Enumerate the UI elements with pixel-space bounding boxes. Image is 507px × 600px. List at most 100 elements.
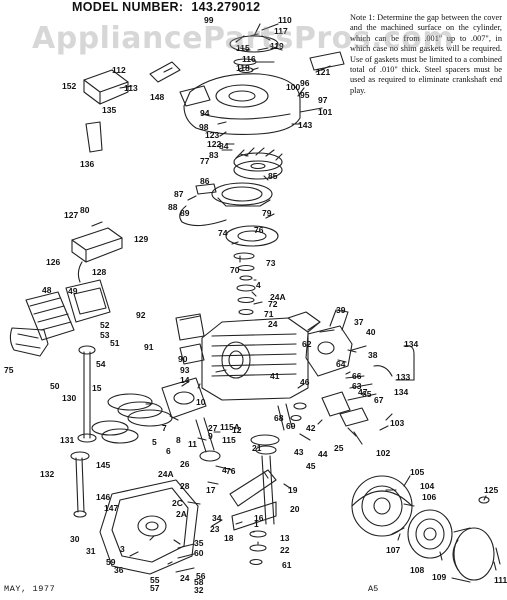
part-label: 146 [96, 492, 111, 502]
part-label: 16 [254, 513, 264, 523]
part-label: 8 [176, 435, 181, 445]
part-label: 95 [300, 90, 310, 100]
muffler-icon [9, 327, 49, 357]
part-label: 38 [368, 350, 378, 360]
cylinder-block-icon [201, 311, 321, 401]
part-label: 12 [232, 425, 242, 435]
part-label: 1 [254, 519, 259, 529]
part-label: 134 [394, 387, 409, 397]
part-label: 112 [112, 65, 126, 75]
part-label: 131 [60, 435, 75, 445]
reed-plate-icon [25, 279, 111, 341]
part-label: 35 [194, 538, 204, 548]
part-label: 58 [194, 577, 204, 587]
part-label: 79 [262, 208, 272, 218]
part-label: 103 [390, 418, 405, 428]
part-label: 85 [268, 171, 278, 181]
part-label: 125 [484, 485, 499, 495]
part-label: 4 [222, 465, 227, 475]
part-label: 93 [180, 365, 190, 375]
part-label: 113 [124, 83, 138, 93]
part-label: 75 [4, 365, 14, 375]
bracket-icon [85, 121, 103, 153]
part-label: 51 [110, 338, 120, 348]
part-label: 57 [150, 583, 160, 593]
part-label: 94 [200, 108, 210, 118]
part-label: 152 [62, 81, 77, 91]
part-label: 67 [374, 395, 384, 405]
part-label: 43 [294, 447, 304, 457]
part-label: 18 [224, 533, 234, 543]
part-label: 128 [92, 267, 107, 277]
part-label: 136 [80, 159, 95, 169]
part-label: 54 [96, 359, 106, 369]
part-label: 59 [106, 557, 116, 567]
part-label: 47 [358, 387, 368, 397]
part-label: 24 [268, 319, 278, 329]
part-label: 62 [302, 339, 312, 349]
part-label: 98 [199, 122, 209, 132]
part-label: 76 [226, 466, 236, 476]
part-label: 88 [168, 202, 178, 212]
model-number-value: 143.279012 [191, 0, 261, 14]
part-label: 111 [494, 575, 507, 585]
part-label: 36 [114, 565, 124, 575]
part-label: 143 [298, 120, 313, 130]
part-label: 24 [180, 573, 190, 583]
piston-rings-icon [91, 393, 173, 444]
part-label: 32 [194, 585, 204, 595]
part-label: 115 [236, 43, 250, 53]
part-label: 14 [180, 375, 190, 385]
part-label: 133 [396, 372, 411, 382]
revision-date: MAY, 1977 [4, 584, 56, 594]
part-label: 50 [50, 381, 60, 391]
part-label: 15 [92, 383, 102, 393]
part-label: 68 [274, 413, 284, 423]
part-label: 42 [306, 423, 316, 433]
part-label: 91 [144, 342, 154, 352]
part-label: 4 [256, 280, 261, 290]
part-label: 89 [180, 208, 190, 218]
pulley-cup-icon [451, 527, 495, 583]
part-label: 118 [236, 63, 250, 73]
part-label: 121 [316, 67, 331, 77]
part-label: 76 [254, 225, 264, 235]
part-label: 108 [410, 565, 425, 575]
part-label: 21 [252, 443, 262, 453]
part-label: 70 [230, 265, 240, 275]
part-label: 7 [162, 423, 167, 433]
part-label: 52 [100, 320, 110, 330]
part-label: 24A [270, 292, 286, 302]
part-label: 44 [318, 449, 328, 459]
part-label: 60 [194, 548, 204, 558]
part-label: 105 [410, 467, 425, 477]
part-label: 134 [404, 339, 419, 349]
part-label: 126 [46, 257, 61, 267]
ignition-ring-icon [195, 182, 273, 207]
part-label: 92 [136, 310, 146, 320]
part-label: 45 [306, 461, 316, 471]
part-label: 104 [420, 481, 435, 491]
part-label: 129 [134, 234, 149, 244]
part-label: 9 [208, 431, 213, 441]
part-label: 34 [212, 513, 222, 523]
part-label: 102 [376, 448, 391, 458]
part-label: 72 [268, 299, 278, 309]
fill-tube-icon [70, 451, 90, 518]
part-label: 145 [96, 460, 111, 470]
fuel-tank-icon [71, 221, 123, 283]
part-label: 80 [80, 205, 90, 215]
air-cleaner-icon [83, 61, 181, 105]
armature-plate-icon [225, 225, 279, 247]
part-label: 19 [288, 485, 298, 495]
part-label: 123 [205, 130, 220, 140]
part-label: 122 [207, 139, 222, 149]
part-label: 48 [42, 285, 52, 295]
part-label: 5 [152, 437, 157, 447]
part-label: 115A [220, 422, 240, 432]
part-label: 130 [62, 393, 77, 403]
assembly-note: Note 1: Determine the gap between the co… [350, 13, 502, 96]
part-label: 87 [174, 189, 184, 199]
part-label: 2C [172, 498, 183, 508]
diagram-code: A5 [368, 584, 379, 594]
